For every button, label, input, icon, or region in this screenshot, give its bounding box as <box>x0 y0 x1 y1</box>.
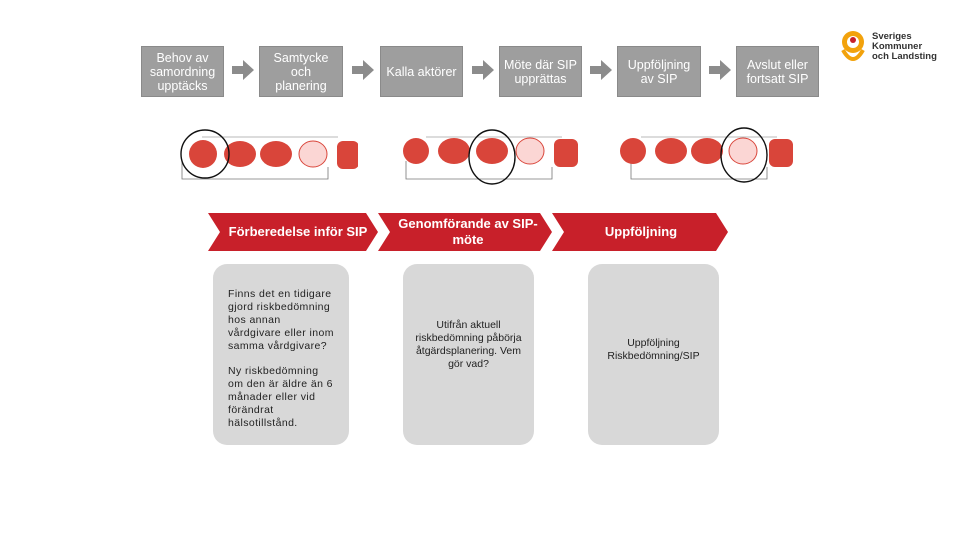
arrow-right-icon <box>590 60 612 80</box>
phase-band <box>208 213 728 251</box>
arrow-right-icon <box>232 60 254 80</box>
step-4: Möte där SIP upprättas <box>499 46 582 97</box>
mini-process-diagram <box>403 129 578 185</box>
arrow-right-icon <box>352 60 374 80</box>
step-2: Samtycke och planering <box>259 46 343 97</box>
step-1: Behov av samordning upptäcks <box>141 46 224 97</box>
card-execution: Utifrån aktuell riskbedömning påbörja åt… <box>403 264 534 445</box>
phase-preparation: Förberedelse inför SIP <box>228 224 368 239</box>
step-6: Avslut eller fortsatt SIP <box>736 46 819 97</box>
mini-process-diagram <box>620 127 793 183</box>
card-text: Utifrån aktuell riskbedömning påbörja åt… <box>415 318 522 370</box>
card-followup: Uppföljning Riskbedömning/SIP <box>588 264 719 445</box>
arrow-right-icon <box>709 60 731 80</box>
arrow-right-icon <box>472 60 494 80</box>
card-text: Uppföljning Riskbedömning/SIP <box>607 336 700 362</box>
skl-logo-icon <box>841 31 865 61</box>
card-preparation: Finns det en tidigare gjord riskbedömnin… <box>213 264 349 445</box>
phase-followup: Uppföljning <box>604 224 678 239</box>
step-3: Kalla aktörer <box>380 46 463 97</box>
card-text: Ny riskbedömning om den är äldre än 6 må… <box>228 365 333 429</box>
mini-process-diagram <box>180 129 358 180</box>
step-5: Uppföljning av SIP <box>617 46 701 97</box>
card-text: Finns det en tidigare gjord riskbedömnin… <box>228 288 334 352</box>
phase-execution: Genomförande av SIP-möte <box>398 216 538 247</box>
